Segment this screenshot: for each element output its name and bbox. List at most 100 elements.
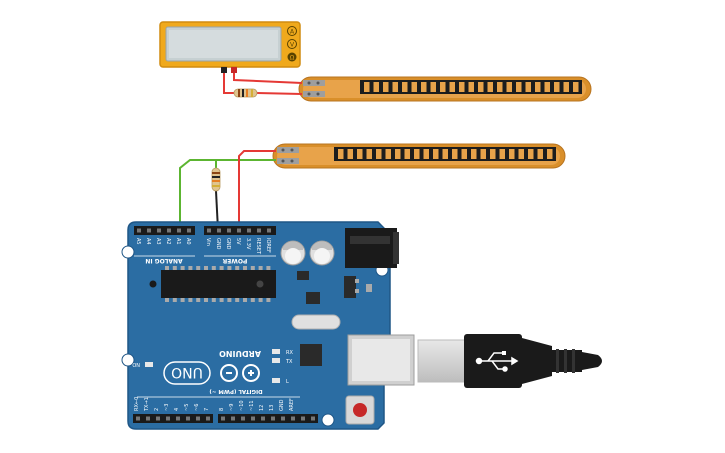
wire-meter-pos[interactable] <box>233 73 303 84</box>
header-pin[interactable] <box>217 228 221 233</box>
header-pin[interactable] <box>267 228 271 233</box>
header-pin[interactable] <box>227 228 231 233</box>
pin-label: Vin <box>205 238 211 246</box>
header-pin[interactable] <box>311 416 315 421</box>
led-on <box>145 362 153 367</box>
resistor-2[interactable] <box>211 167 221 192</box>
wire-meter-neg[interactable] <box>223 73 234 94</box>
header-pin[interactable] <box>257 228 261 233</box>
header-pin[interactable] <box>271 416 275 421</box>
digital-pin-label: 2 <box>154 408 160 411</box>
multimeter-button-v-label: V <box>290 42 295 49</box>
led-on-label: ON <box>132 363 140 369</box>
analog-header[interactable] <box>134 226 195 235</box>
usb-symbol-icon <box>475 351 519 372</box>
header-pin[interactable] <box>137 228 141 233</box>
header-pin[interactable] <box>156 416 160 421</box>
header-pin[interactable] <box>231 416 235 421</box>
multimeter-terminal-black[interactable] <box>221 67 227 73</box>
pin-label: IOREF <box>265 238 271 253</box>
wire-resistor1-sensor1[interactable] <box>256 92 303 95</box>
pin-label: A5 <box>135 238 141 245</box>
digital-pin-label: 7 <box>204 408 210 411</box>
analog-in-label: ANALOG IN <box>145 257 182 264</box>
digital-pin-label: 4 <box>174 408 180 411</box>
digital-header-low[interactable] <box>133 414 213 423</box>
resistor-1[interactable] <box>233 88 258 98</box>
digital-label: DIGITAL (PWM ~) <box>209 388 263 394</box>
power-jack[interactable] <box>345 228 399 268</box>
digital-pin-label: ~10 <box>239 400 245 411</box>
capacitor-2 <box>309 240 335 266</box>
header-pin[interactable] <box>136 416 140 421</box>
multimeter-button-a-label: A <box>290 29 295 36</box>
header-pin[interactable] <box>167 228 171 233</box>
digital-pin-label: RX←0 <box>134 397 140 411</box>
header-pin[interactable] <box>251 416 255 421</box>
header-pin[interactable] <box>157 228 161 233</box>
header-pin[interactable] <box>146 416 150 421</box>
multimeter-terminal-red[interactable] <box>231 67 237 73</box>
header-pin[interactable] <box>291 416 295 421</box>
header-pin[interactable] <box>237 228 241 233</box>
digital-pin-label: ~6 <box>194 404 200 411</box>
header-pin[interactable] <box>241 416 245 421</box>
usb-chip <box>300 344 322 366</box>
header-pin[interactable] <box>147 228 151 233</box>
pin-label: GND <box>215 238 221 250</box>
header-pin[interactable] <box>186 416 190 421</box>
header-pin[interactable] <box>176 416 180 421</box>
flex-sensor-2[interactable] <box>272 143 566 169</box>
header-pin[interactable] <box>261 416 265 421</box>
led-rx-label: RX <box>286 350 293 356</box>
multimeter-button-v[interactable]: V <box>287 39 297 49</box>
led-tx-label: TX <box>285 359 293 365</box>
pin-label: A3 <box>155 238 161 245</box>
pin-label: 5V <box>235 238 241 245</box>
led-rx <box>272 349 280 354</box>
atmega-chip <box>149 266 276 302</box>
digital-pin-label: ~11 <box>249 400 255 411</box>
usb-cable[interactable] <box>417 334 602 388</box>
header-pin[interactable] <box>196 416 200 421</box>
reset-button[interactable] <box>345 395 375 425</box>
crystal-oscillator <box>291 314 341 330</box>
pin-label: A0 <box>185 238 191 245</box>
pin-label: A4 <box>145 238 151 245</box>
digital-pin-label: AREF <box>289 398 295 411</box>
flex-sensor-1[interactable] <box>298 76 592 102</box>
header-pin[interactable] <box>207 228 211 233</box>
wires <box>179 73 303 231</box>
digital-pin-label: 12 <box>259 405 265 411</box>
wire-red-5v[interactable] <box>238 150 276 230</box>
wire-green-a1[interactable] <box>179 159 276 230</box>
uno-model-text: UNO <box>171 364 203 380</box>
multimeter-button-ohm[interactable]: Ω <box>287 52 297 62</box>
digital-pin-label: 8 <box>219 408 225 411</box>
arduino-brand-text: ARDUINO <box>219 349 261 358</box>
led-l-label: L <box>286 379 289 385</box>
digital-pin-label: TX→1 <box>144 397 150 412</box>
usb-port[interactable] <box>347 334 415 386</box>
voltage-regulator <box>344 276 356 298</box>
header-pin[interactable] <box>247 228 251 233</box>
header-pin[interactable] <box>206 416 210 421</box>
led-tx <box>272 358 280 363</box>
header-pin[interactable] <box>177 228 181 233</box>
multimeter-button-ohm-label: Ω <box>290 55 295 62</box>
header-pin[interactable] <box>166 416 170 421</box>
digital-pin-label: ~3 <box>164 404 170 411</box>
pin-label: 3.3V <box>245 238 251 250</box>
pin-label: A1 <box>175 238 181 245</box>
arduino-infinity-icon <box>220 364 260 382</box>
multimeter[interactable]: A V Ω <box>159 21 301 73</box>
pin-label: RESET <box>255 238 261 255</box>
header-pin[interactable] <box>301 416 305 421</box>
multimeter-button-a[interactable]: A <box>287 26 297 36</box>
header-pin[interactable] <box>187 228 191 233</box>
header-pin[interactable] <box>221 416 225 421</box>
digital-header-high[interactable] <box>218 414 318 423</box>
header-pin[interactable] <box>281 416 285 421</box>
